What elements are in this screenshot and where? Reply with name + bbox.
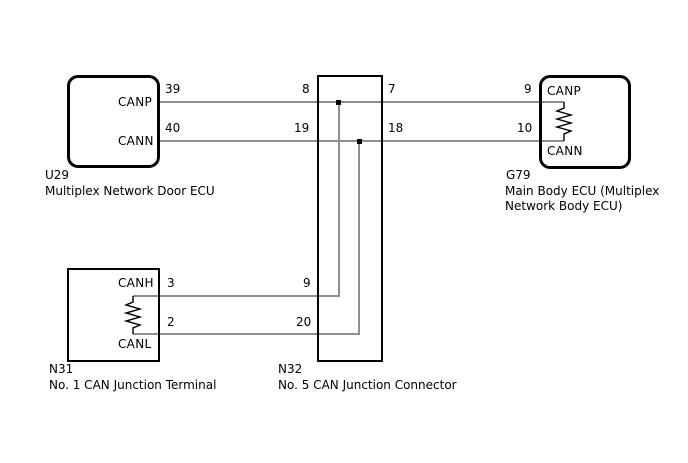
g79-pin-number-10: 10 bbox=[517, 121, 533, 135]
n32-pin-number-9: 9 bbox=[303, 276, 311, 290]
g79-component-desc-line1: Main Body ECU (Multiplex bbox=[505, 184, 660, 198]
wire-cann bbox=[160, 140, 564, 142]
junction-dot-cann bbox=[357, 139, 362, 144]
component-box-g79 bbox=[539, 75, 631, 169]
component-box-n32 bbox=[317, 75, 383, 362]
wire-canl-vertical bbox=[358, 140, 360, 335]
n31-pin-number-3: 3 bbox=[167, 276, 175, 290]
component-box-u29 bbox=[67, 75, 160, 168]
n32-pin-number-19: 19 bbox=[294, 121, 310, 135]
n32-pin-number-7: 7 bbox=[388, 82, 396, 96]
n32-pin-number-8: 8 bbox=[302, 82, 310, 96]
n31-signal-label-canl: CANL bbox=[118, 337, 152, 351]
g79-component-desc: Main Body ECU (Multiplex Network Body EC… bbox=[505, 184, 659, 214]
g79-signal-label-cann: CANN bbox=[547, 144, 583, 158]
n31-component-ref: N31 bbox=[49, 362, 74, 376]
g79-pin-number-9: 9 bbox=[524, 82, 532, 96]
n31-signal-label-canh: CANH bbox=[118, 276, 154, 290]
wire-canp bbox=[160, 101, 564, 103]
wire-canh-vertical bbox=[338, 101, 340, 297]
terminating-resistor-icon bbox=[554, 102, 574, 141]
u29-signal-label-canp: CANP bbox=[118, 95, 153, 109]
u29-component-desc: Multiplex Network Door ECU bbox=[45, 184, 215, 198]
u29-signal-label-cann: CANN bbox=[118, 134, 154, 148]
wire-canh bbox=[133, 295, 340, 297]
n32-component-ref: N32 bbox=[278, 362, 303, 376]
u29-pin-number-40: 40 bbox=[165, 121, 181, 135]
n32-pin-number-18: 18 bbox=[388, 121, 404, 135]
component-box-n31 bbox=[67, 268, 160, 362]
n32-pin-number-20: 20 bbox=[296, 315, 312, 329]
n31-pin-number-2: 2 bbox=[167, 315, 175, 329]
junction-dot-canp bbox=[336, 100, 341, 105]
g79-signal-label-canp: CANP bbox=[547, 84, 582, 98]
n32-component-desc: No. 5 CAN Junction Connector bbox=[278, 378, 457, 392]
terminating-resistor-icon bbox=[123, 296, 143, 334]
n31-component-desc: No. 1 CAN Junction Terminal bbox=[49, 378, 217, 392]
u29-pin-number-39: 39 bbox=[165, 82, 181, 96]
g79-component-desc-line2: Network Body ECU) bbox=[505, 199, 623, 213]
wire-canl bbox=[133, 333, 360, 335]
g79-component-ref: G79 bbox=[506, 168, 531, 182]
u29-component-ref: U29 bbox=[45, 168, 70, 182]
